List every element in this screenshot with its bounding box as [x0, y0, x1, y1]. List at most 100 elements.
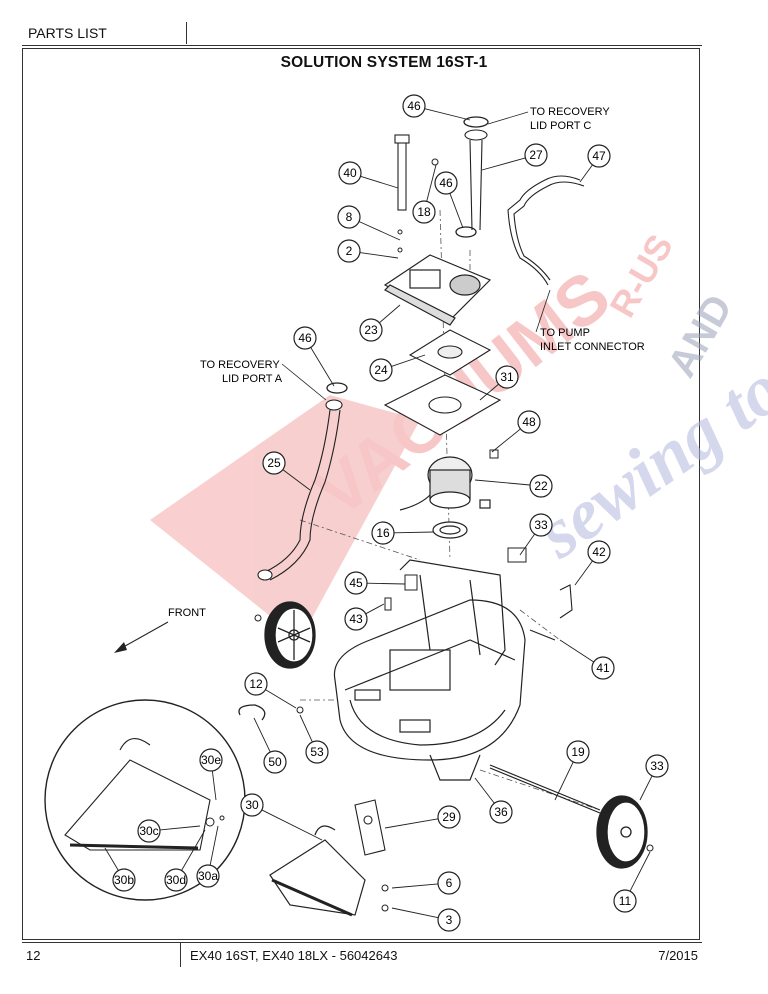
callout-number: 46 [298, 331, 312, 345]
callout-33: 33 [519, 513, 553, 556]
callout-bubble [371, 521, 395, 545]
callout-29: 29 [384, 805, 461, 829]
callout-bubble [524, 143, 548, 167]
callout-19: 19 [554, 740, 590, 801]
tube [507, 175, 585, 286]
callout-number: 46 [407, 99, 421, 113]
callout-number: 6 [446, 876, 453, 890]
callout-leader [391, 883, 439, 889]
callout-bubble [613, 889, 637, 913]
callout-number: 16 [376, 526, 390, 540]
callout-leader [282, 469, 311, 491]
callout-25: 25 [262, 451, 311, 491]
detail-view [44, 699, 246, 901]
callout-30c: 30c [137, 819, 201, 843]
page-footer: 12 EX40 16ST, EX40 18LX - 56042643 7/201… [22, 942, 702, 968]
callout-bubble [591, 656, 615, 680]
callout-number: 30d [166, 873, 186, 887]
callout-8: 8 [337, 205, 401, 241]
valve-stem [394, 134, 410, 211]
callout-number: 18 [417, 205, 431, 219]
callout-bubble [199, 748, 223, 772]
callout-number: 36 [494, 805, 508, 819]
front-label: FRONT [168, 607, 206, 619]
callout-number: 30b [114, 873, 134, 887]
callout-number: 47 [592, 149, 606, 163]
tank-body [333, 559, 526, 781]
callout-leader [261, 809, 323, 841]
watermark-arrow [150, 395, 420, 640]
callout-bubble [263, 750, 287, 774]
right-wheel [596, 795, 648, 869]
callout-number: 40 [343, 166, 357, 180]
header-section-label: PARTS LIST [22, 22, 187, 44]
callout-number: 41 [596, 661, 610, 675]
mounting-plate [383, 374, 502, 436]
callout-number: 30e [201, 753, 221, 767]
callout-bubble [338, 161, 362, 185]
note-pump-inlet-line2: INLET CONNECTOR [540, 341, 645, 353]
solution-hose [257, 399, 343, 581]
callout-48: 48 [491, 410, 541, 453]
callout-30: 30 [240, 793, 323, 841]
callout-31: 31 [479, 365, 519, 401]
callout-bubble [344, 571, 368, 595]
callout-11: 11 [613, 851, 651, 913]
callout-number: 2 [346, 244, 353, 258]
callout-number: 27 [529, 148, 543, 162]
page-number: 12 [26, 948, 41, 963]
callout-leader [365, 603, 385, 615]
callout-leader [579, 164, 593, 183]
callout-23: 23 [359, 304, 401, 342]
callout-leader [379, 304, 401, 324]
callout-47: 47 [579, 144, 611, 183]
callout-bubble [344, 607, 368, 631]
callout-bubble [369, 358, 393, 382]
callout-2: 2 [337, 239, 399, 263]
footer-separator [180, 943, 182, 967]
callout-bubble [240, 793, 264, 817]
callout-30b: 30b [104, 847, 136, 892]
header-rule [22, 45, 702, 47]
callout-leader [639, 775, 653, 801]
callout-bubble [645, 754, 669, 778]
callout-bubble [337, 205, 361, 229]
callout-22: 22 [474, 474, 553, 498]
callout-bubble [293, 326, 317, 350]
callout-leader [310, 347, 335, 387]
callout-number: 30a [198, 869, 218, 883]
axle [489, 764, 601, 814]
note-recovery-port-a-line1: TO RECOVERY [200, 359, 280, 371]
note-recovery-port-c-line2: LID PORT C [530, 120, 591, 132]
callout-bubble [517, 410, 541, 434]
callout-number: 23 [364, 323, 378, 337]
callout-leader [474, 777, 495, 804]
footer-rule [22, 942, 702, 944]
callout-53: 53 [299, 714, 329, 764]
callout-41: 41 [559, 639, 615, 680]
callout-leader [554, 761, 574, 801]
callout-number: 30 [245, 798, 259, 812]
callout-12: 12 [244, 672, 297, 709]
callout-leader [159, 825, 201, 831]
hose-bracket [354, 799, 386, 856]
callout-bubble [137, 819, 161, 843]
callout-bubble [437, 908, 461, 932]
callout-leader [393, 531, 435, 534]
callout-bubble [196, 864, 220, 888]
callout-leader [449, 193, 464, 229]
callout-bubble [529, 513, 553, 537]
callout-number: 45 [349, 576, 363, 590]
callout-30a: 30a [196, 825, 220, 888]
callout-leader [574, 560, 593, 586]
callout-bubble [359, 318, 383, 342]
callout-leader [359, 252, 399, 259]
callout-bubble [164, 868, 188, 892]
callout-leader [559, 639, 595, 663]
callout-leader [491, 428, 521, 453]
callout-42: 42 [574, 540, 611, 586]
callout-leader [360, 175, 399, 189]
callout-bubble [587, 144, 611, 168]
callout-leader [209, 825, 219, 866]
